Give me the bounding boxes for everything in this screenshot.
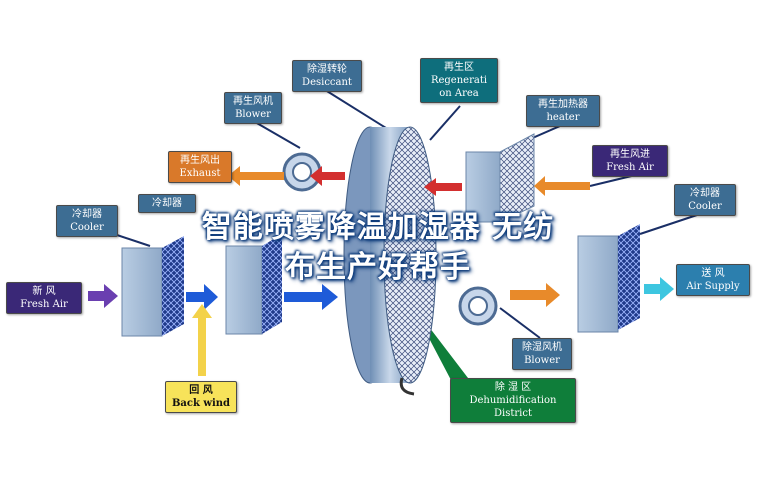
callout-fresh-in: 再生风进 Fresh Air [592, 145, 668, 177]
callout-dehum-blower: 除湿风机 Blower [512, 338, 572, 370]
cooler-mid-zh: 冷却器 [152, 198, 182, 209]
regen-heater-zh: 再生加热器 [538, 99, 588, 110]
dehum-blower-zh: 除湿风机 [522, 342, 562, 353]
dehum-blower-en: Blower [524, 355, 560, 366]
overlay-title: 智能喷雾降温加湿器 无纺 布生产好帮手 [118, 208, 638, 288]
callout-fresh-air: 新 风 Fresh Air [6, 282, 82, 314]
exhaust-zh: 再生风出 [180, 155, 220, 166]
dehum-district-en2: District [494, 408, 532, 419]
desiccant-zh: 除湿转轮 [307, 64, 347, 75]
overlay-title-line2: 布生产好帮手 [285, 250, 471, 285]
callout-exhaust: 再生风出 Exhaust [168, 151, 232, 183]
air-supply-zh: 送 风 [701, 268, 725, 279]
regen-blower-en: Blower [235, 109, 271, 120]
fresh-air-zh: 新 风 [32, 286, 56, 297]
regen-heater-en: heater [546, 112, 580, 123]
fresh-in-en: Fresh Air [606, 162, 654, 173]
callout-desiccant: 除湿转轮 Desiccant [292, 60, 362, 92]
callout-cooler-right: 冷却器 Cooler [674, 184, 736, 216]
fresh-in-zh: 再生风进 [610, 149, 650, 160]
exhaust-en: Exhaust [179, 168, 221, 179]
back-wind-en: Back wind [171, 398, 231, 409]
fresh-air-en: Fresh Air [20, 299, 68, 310]
callout-air-supply: 送 风 Air Supply [676, 264, 750, 296]
desiccant-en: Desiccant [302, 77, 352, 88]
callout-cooler-mid: 冷却器 [138, 194, 196, 213]
callout-regeneration: 再生区 Regenerati on Area [420, 58, 498, 103]
callout-regen-blower: 再生风机 Blower [224, 92, 282, 124]
regeneration-en1: Regenerati [430, 75, 488, 86]
callout-cooler-left: 冷却器 Cooler [56, 205, 118, 237]
cooler-left-en: Cooler [70, 222, 104, 233]
cooler-right-en: Cooler [688, 201, 722, 212]
dehum-district-zh: 除 湿 区 [494, 382, 532, 393]
back-wind-zh: 回 风 [189, 385, 213, 396]
cooler-right-zh: 冷却器 [690, 188, 720, 199]
callout-regen-heater: 再生加热器 heater [526, 95, 600, 127]
regeneration-en2: on Area [439, 88, 479, 99]
air-supply-en: Air Supply [686, 281, 740, 292]
overlay-title-line1: 智能喷雾降温加湿器 无纺 [201, 210, 555, 245]
callout-back-wind: 回 风 Back wind [165, 381, 237, 413]
cooler-left-zh: 冷却器 [72, 209, 102, 220]
dehum-district-en1: Dehumidification [469, 395, 557, 406]
callout-dehum-district: 除 湿 区 Dehumidification District [450, 378, 576, 423]
regeneration-zh: 再生区 [444, 62, 474, 73]
regen-blower-zh: 再生风机 [233, 96, 273, 107]
